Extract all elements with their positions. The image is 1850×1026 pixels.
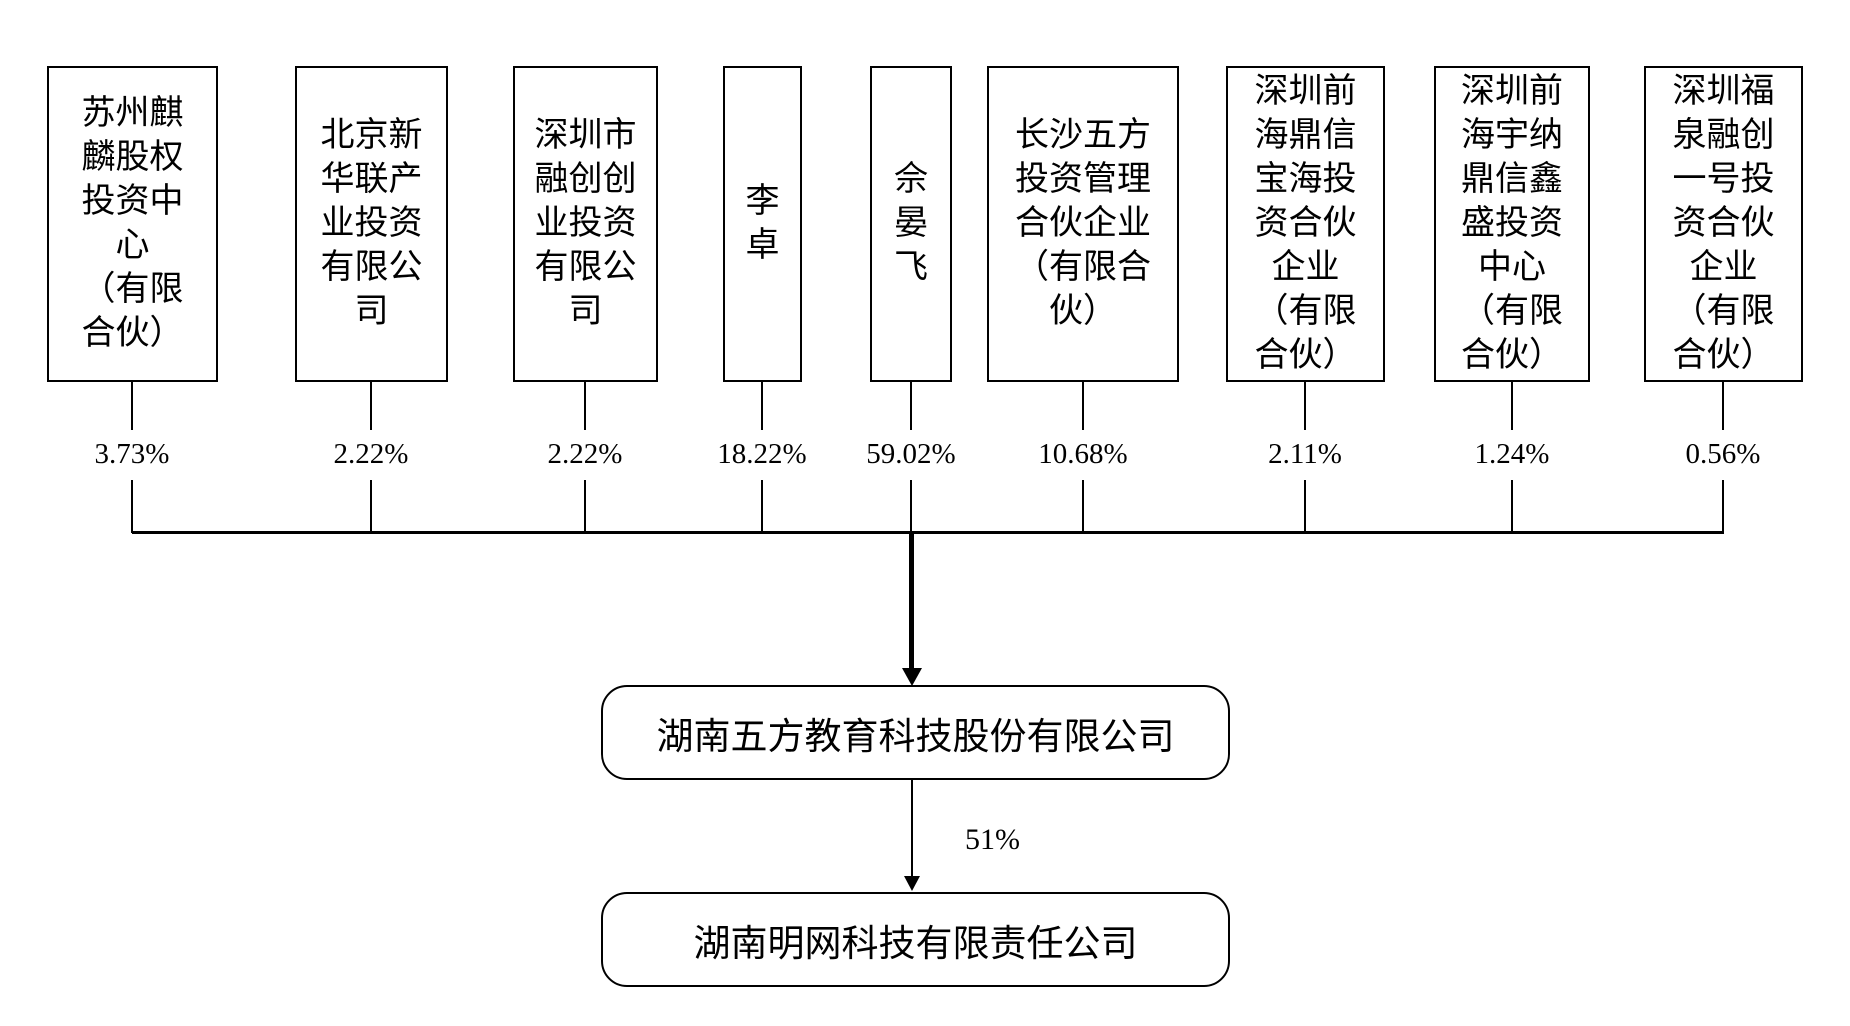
- connector-line: [910, 382, 912, 430]
- shareholder-name: 佘 晏 飞: [894, 161, 928, 286]
- shareholder-box-1: 苏州麒 麟股权 投资中 心 （有限 合伙）: [47, 66, 218, 382]
- ownership-percent: 1.24%: [1474, 438, 1550, 470]
- ownership-percent: 18.22%: [717, 438, 807, 470]
- connector-line: [584, 382, 586, 430]
- ownership-percent: 2.22%: [333, 438, 409, 470]
- shareholder-box-7: 深圳前 海鼎信 宝海投 资合伙 企业 （有限 合伙）: [1226, 66, 1385, 382]
- arrow-down-icon: [902, 668, 922, 686]
- ownership-percent: 59.02%: [866, 438, 956, 470]
- arrow-down-icon: [904, 876, 920, 891]
- shareholder-name: 深圳市 融创创 业投资 有限公 司: [534, 117, 637, 330]
- connector-line: [910, 480, 912, 533]
- ownership-percent: 0.56%: [1685, 438, 1761, 470]
- shareholder-box-5: 佘 晏 飞: [870, 66, 952, 382]
- connector-line: [1722, 480, 1724, 533]
- connector-line: [370, 480, 372, 533]
- shareholder-name: 深圳前 海鼎信 宝海投 资合伙 企业 （有限 合伙）: [1254, 73, 1357, 374]
- shareholder-box-8: 深圳前 海宇纳 鼎信鑫 盛投资 中心 （有限 合伙）: [1434, 66, 1590, 382]
- connector-line: [1511, 480, 1513, 533]
- connector-line: [370, 382, 372, 430]
- connector-line: [1722, 382, 1724, 430]
- connector-line: [1304, 480, 1306, 533]
- parent-company-name: 湖南五方教育科技股份有限公司: [656, 716, 1175, 758]
- connector-line: [584, 480, 586, 533]
- shareholder-name: 长沙五方 投资管理 合伙企业 （有限合 伙）: [1015, 117, 1151, 330]
- subsidiary-company-name: 湖南明网科技有限责任公司: [693, 923, 1138, 965]
- shareholder-box-2: 北京新 华联产 业投资 有限公 司: [295, 66, 448, 382]
- shareholder-name: 深圳福 泉融创 一号投 资合伙 企业 （有限 合伙）: [1672, 73, 1775, 374]
- connector-line: [761, 480, 763, 533]
- subsidiary-ownership-percent: 51%: [965, 823, 1020, 856]
- ownership-percent: 10.68%: [1038, 438, 1128, 470]
- shareholder-name: 北京新 华联产 业投资 有限公 司: [320, 117, 423, 330]
- connector-bus-line: [132, 531, 1724, 534]
- parent-company-box: 湖南五方教育科技股份有限公司: [601, 685, 1230, 780]
- shareholder-box-9: 深圳福 泉融创 一号投 资合伙 企业 （有限 合伙）: [1644, 66, 1803, 382]
- shareholder-box-4: 李 卓: [723, 66, 802, 382]
- connector-line: [1511, 382, 1513, 430]
- shareholder-box-3: 深圳市 融创创 业投资 有限公 司: [513, 66, 658, 382]
- connector-line: [1082, 382, 1084, 430]
- subsidiary-company-box: 湖南明网科技有限责任公司: [601, 892, 1230, 987]
- connector-line: [1082, 480, 1084, 533]
- connector-line: [761, 382, 763, 430]
- ownership-percent: 2.22%: [547, 438, 623, 470]
- shareholder-name: 苏州麒 麟股权 投资中 心 （有限 合伙）: [81, 95, 184, 352]
- connector-line: [911, 780, 913, 876]
- connector-line: [131, 382, 133, 430]
- connector-line: [909, 533, 914, 670]
- ownership-percent: 3.73%: [94, 438, 170, 470]
- connector-line: [1304, 382, 1306, 430]
- shareholder-name: 深圳前 海宇纳 鼎信鑫 盛投资 中心 （有限 合伙）: [1461, 73, 1563, 374]
- shareholder-name: 李 卓: [745, 183, 780, 264]
- ownership-percent: 2.11%: [1268, 438, 1342, 470]
- shareholder-box-6: 长沙五方 投资管理 合伙企业 （有限合 伙）: [987, 66, 1179, 382]
- connector-line: [131, 480, 133, 533]
